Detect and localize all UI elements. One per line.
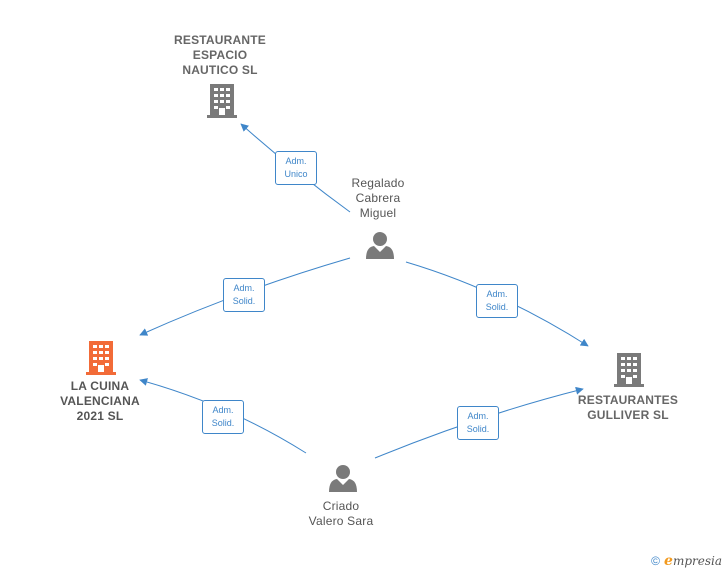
label-line: VALENCIANA — [60, 394, 140, 408]
edge-label-line: Solid. — [211, 418, 235, 428]
label-line: GULLIVER SL — [587, 408, 669, 422]
label-line: Miguel — [359, 206, 397, 220]
label-line: Valero Sara — [308, 514, 374, 528]
company-label-restaurantes-gulliver[interactable]: RESTAURANTES GULLIVER SL — [572, 393, 684, 423]
edge-label-adm-solid: Adm. Solid. — [457, 406, 499, 440]
label-line: Criado — [322, 499, 360, 513]
label-line: RESTAURANTE — [174, 33, 266, 47]
label-line: NAUTICO SL — [182, 63, 258, 77]
label-line: Regalado — [351, 176, 405, 190]
edge-label-adm-unico: Adm. Unico — [275, 151, 317, 185]
person-icon — [329, 465, 357, 492]
edge-label-line: Solid. — [485, 302, 509, 312]
edge-label-adm-solid: Adm. Solid. — [476, 284, 518, 318]
label-line: 2021 SL — [76, 409, 124, 423]
label-line: RESTAURANTES — [577, 393, 679, 407]
building-icon — [614, 353, 644, 387]
brand-initial: e — [664, 553, 673, 569]
label-line: LA CUINA — [70, 379, 130, 393]
edge-label-line: Solid. — [466, 424, 490, 434]
company-label-restaurante-espacio[interactable]: RESTAURANTE ESPACIO NAUTICO SL — [160, 33, 280, 78]
building-icon — [207, 84, 237, 118]
company-label-la-cuina[interactable]: LA CUINA VALENCIANA 2021 SL — [45, 379, 155, 424]
label-line: Cabrera — [355, 191, 401, 205]
brand-logo[interactable]: empresia — [664, 553, 722, 569]
edge-label-line: Adm. — [212, 405, 234, 415]
building-icon-highlight — [86, 341, 116, 375]
copyright-icon: © — [651, 554, 661, 568]
edge-label-adm-solid: Adm. Solid. — [223, 278, 265, 312]
edge-label-line: Adm. — [467, 411, 489, 421]
edge-label-line: Adm. — [486, 289, 508, 299]
edge-label-adm-solid: Adm. Solid. — [202, 400, 244, 434]
edge-label-line: Solid. — [232, 296, 256, 306]
edge-label-line: Adm. — [285, 156, 307, 166]
edge-label-line: Unico — [284, 169, 308, 179]
brand-rest: mpresia — [672, 554, 722, 568]
label-line: ESPACIO — [192, 48, 248, 62]
person-icon — [366, 232, 394, 259]
person-label-criado[interactable]: Criado Valero Sara — [291, 499, 391, 529]
edge-label-line: Adm. — [233, 283, 255, 293]
person-label-regalado[interactable]: Regalado Cabrera Miguel — [328, 176, 428, 221]
footer-brand: © empresia — [651, 553, 722, 569]
